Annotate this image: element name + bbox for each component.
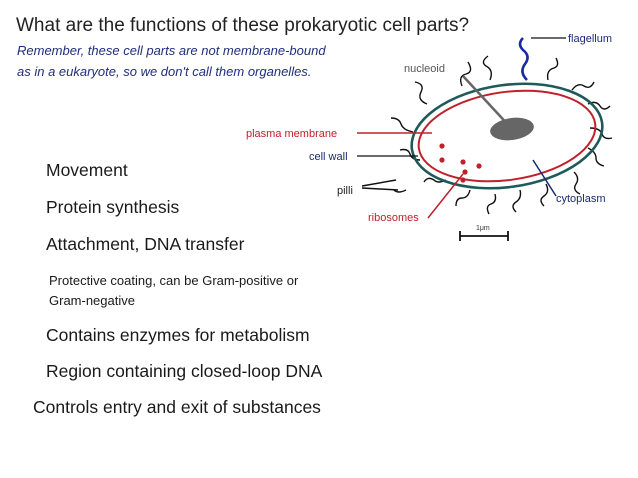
- flagellum-label: flagellum: [568, 33, 612, 45]
- ribosomes-pointer: [427, 173, 464, 219]
- nucleoid-pointer: [462, 75, 513, 130]
- subtitle-line-2: as in a eukaryote, so we don't call them…: [17, 64, 312, 79]
- cytoplasm-label: cytoplasm: [556, 193, 606, 205]
- pilli-label: pilli: [337, 185, 353, 197]
- function-controls: Controls entry and exit of substances: [33, 397, 321, 417]
- function-protective-line-1: Protective coating, can be Gram-positive…: [49, 273, 299, 288]
- function-attachment: Attachment, DNA transfer: [46, 234, 245, 254]
- ribosome-dots: [439, 143, 482, 183]
- subtitle-line-1: Remember, these cell parts are not membr…: [17, 43, 326, 58]
- cytoplasm-pointer: [532, 159, 557, 197]
- scale-bar: [459, 231, 509, 241]
- plasma-membrane: [417, 89, 597, 183]
- page-title: What are the functions of these prokaryo…: [16, 15, 470, 36]
- function-protective-line-2: Gram-negative: [49, 293, 135, 308]
- function-protein-synthesis: Protein synthesis: [46, 197, 180, 217]
- ribosomes-label: ribosomes: [368, 212, 419, 224]
- function-region-dna: Region containing closed-loop DNA: [46, 361, 323, 381]
- pilli-pointer: [361, 179, 399, 191]
- plasma-membrane-label: plasma membrane: [246, 128, 337, 140]
- cell-wall: [410, 82, 604, 190]
- function-enzymes: Contains enzymes for metabolism: [46, 325, 310, 345]
- nucleoid-label: nucleoid: [404, 63, 445, 75]
- flagellum-icon: [518, 37, 529, 81]
- scale-label: 1μm: [476, 225, 490, 232]
- cell-wall-label: cell wall: [309, 151, 348, 163]
- function-movement: Movement: [46, 160, 128, 180]
